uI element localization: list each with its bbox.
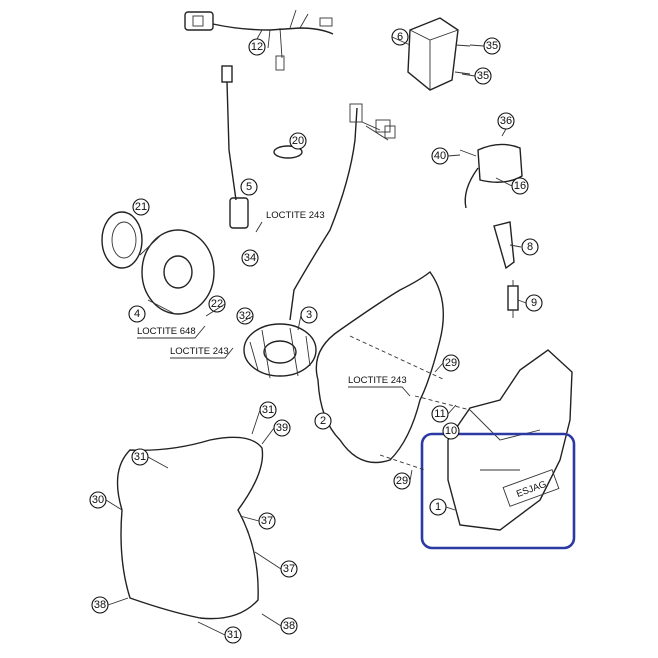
callout-10: 10: [442, 422, 460, 440]
cover-gasket: [315, 270, 445, 464]
callout-38-b: 38: [280, 617, 298, 635]
svg-text:20: 20: [292, 135, 304, 147]
callout-5: 5: [240, 178, 258, 196]
callout-31-a: 31: [259, 401, 277, 419]
callout-34: 34: [241, 249, 259, 267]
ignition-cover: ESJAG: [447, 349, 573, 531]
ignition-coil: [459, 143, 523, 209]
callout-32: 32: [236, 307, 254, 325]
callout-29-b: 29: [393, 472, 411, 490]
callout-20: 20: [289, 132, 307, 150]
callout-37-b: 37: [280, 560, 298, 578]
callout-29-a: 29: [442, 354, 460, 372]
svg-text:38: 38: [283, 620, 295, 632]
callout-21: 21: [132, 198, 150, 216]
callout-22: 22: [208, 295, 226, 313]
svg-text:6: 6: [397, 31, 403, 43]
svg-text:12: 12: [251, 41, 263, 53]
svg-text:3: 3: [306, 309, 312, 321]
svg-text:37: 37: [261, 515, 273, 527]
callout-30: 30: [89, 491, 107, 509]
callout-1: 1: [429, 498, 447, 516]
loctite-note-top: LOCTITE 243: [266, 210, 325, 221]
spark-plug: [507, 280, 519, 318]
callout-2: 2: [314, 412, 332, 430]
flywheel: [101, 211, 215, 315]
svg-text:5: 5: [246, 181, 252, 193]
callout-12: 12: [248, 38, 266, 56]
wiring-harness: [184, 9, 334, 71]
callout-35-b: 35: [474, 67, 492, 85]
callout-4: 4: [128, 305, 146, 323]
svg-text:16: 16: [514, 180, 526, 192]
callout-39: 39: [273, 419, 291, 437]
regulator-unit: [407, 17, 471, 91]
highlight-frame: [420, 432, 576, 550]
svg-text:36: 36: [500, 115, 512, 127]
loctite-note-cover: LOCTITE 243: [348, 375, 407, 386]
stator: [243, 103, 396, 379]
svg-text:29: 29: [396, 475, 408, 487]
cover-logo: ESJAG: [515, 479, 548, 500]
loctite-648-note: LOCTITE 648: [137, 326, 196, 337]
callout-31-c: 31: [224, 626, 242, 644]
callout-9: 9: [525, 294, 543, 312]
svg-text:22: 22: [211, 298, 223, 310]
callout-37-a: 37: [258, 512, 276, 530]
svg-text:38: 38: [94, 599, 106, 611]
callout-36: 36: [497, 112, 515, 130]
svg-text:35: 35: [486, 40, 498, 52]
callout-31-b: 31: [131, 448, 149, 466]
callout-35-a: 35: [483, 37, 501, 55]
svg-text:35: 35: [477, 70, 489, 82]
spark-plug-cap: [493, 221, 515, 270]
svg-text:34: 34: [244, 252, 256, 264]
svg-text:31: 31: [262, 404, 274, 416]
svg-text:37: 37: [283, 563, 295, 575]
svg-text:40: 40: [434, 150, 446, 162]
svg-text:31: 31: [134, 451, 146, 463]
callout-11: 11: [431, 405, 449, 423]
callout-40: 40: [431, 147, 449, 165]
callout-3: 3: [300, 306, 318, 324]
crankcase-gasket: [116, 436, 264, 620]
callout-8: 8: [521, 238, 539, 256]
svg-text:11: 11: [434, 408, 445, 420]
callout-16: 16: [511, 177, 529, 195]
svg-text:10: 10: [445, 425, 457, 437]
svg-text:31: 31: [227, 629, 239, 641]
svg-text:2: 2: [320, 415, 326, 427]
svg-text:1: 1: [435, 501, 441, 513]
svg-text:21: 21: [135, 201, 147, 213]
svg-text:4: 4: [134, 308, 140, 320]
svg-text:29: 29: [445, 357, 457, 369]
svg-text:9: 9: [531, 297, 537, 309]
svg-text:30: 30: [92, 494, 104, 506]
cable-tie: [273, 145, 303, 159]
callout-38-a: 38: [91, 596, 109, 614]
svg-text:8: 8: [527, 241, 533, 253]
svg-text:39: 39: [276, 422, 288, 434]
loctite-note-mid: LOCTITE 243: [170, 346, 229, 357]
pickup-cable: [221, 65, 249, 229]
